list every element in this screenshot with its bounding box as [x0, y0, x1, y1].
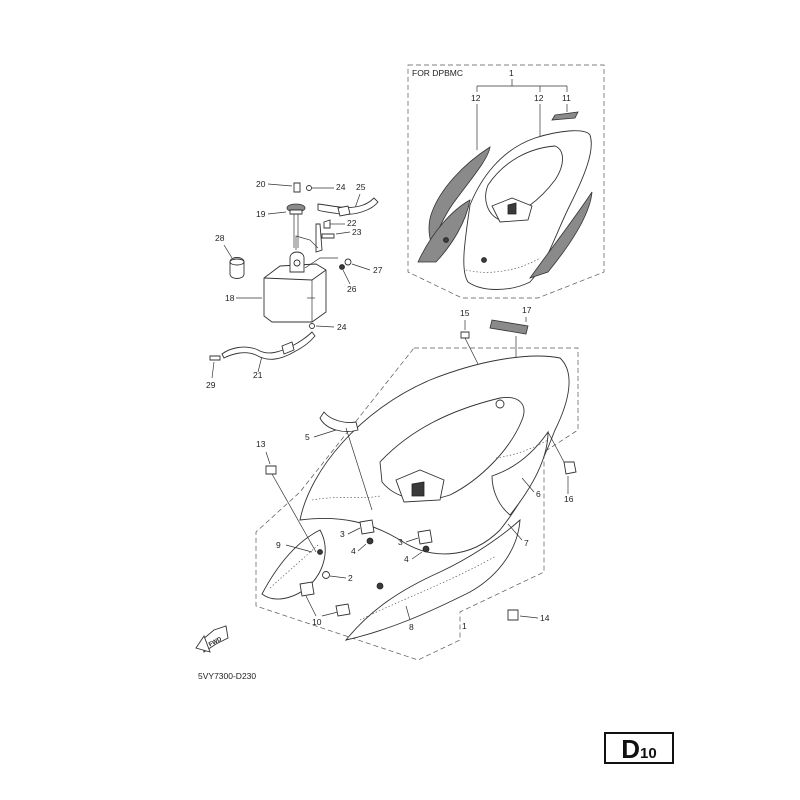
callout-14: 14: [540, 613, 550, 623]
callout-23: 23: [352, 227, 362, 237]
variant-label: FOR DPBMC: [412, 68, 463, 78]
reservoir-tank: [263, 235, 338, 323]
page-badge-letter: D: [621, 734, 641, 764]
seat-cowl-main: [261, 355, 570, 641]
page-badge: D 10: [604, 732, 674, 764]
drawing-code: 5VY7300-D230: [198, 671, 256, 681]
callout-4b: 4: [404, 554, 409, 564]
callout-22: 22: [347, 218, 357, 228]
callout-6: 6: [536, 489, 541, 499]
callout-7: 7: [524, 538, 529, 548]
callout-27: 27: [373, 265, 383, 275]
callout-15: 15: [460, 308, 470, 318]
callout-16: 16: [564, 494, 574, 504]
callout-5: 5: [305, 432, 310, 442]
callout-25: 25: [356, 182, 366, 192]
variant-inset: FOR DPBMC 1 12 12 11: [407, 64, 605, 299]
callout-8: 8: [409, 622, 414, 632]
callout-18: 18: [225, 293, 235, 303]
callout-3a: 3: [340, 529, 345, 539]
callout-2: 2: [348, 573, 353, 583]
page-badge-number: 10: [640, 745, 657, 762]
tank-assembly: 20 24 25 19 22 23 28 27: [206, 179, 383, 390]
callout-19: 19: [256, 209, 266, 219]
callout-29: 29: [206, 380, 216, 390]
callout-4a: 4: [351, 546, 356, 556]
callout-28: 28: [215, 233, 225, 243]
seat-cowl-inset: [417, 111, 593, 290]
callout-13: 13: [256, 439, 266, 449]
callout-3b: 3: [398, 537, 403, 547]
callout-1-top: 1: [509, 68, 514, 78]
callout-24a: 24: [336, 182, 346, 192]
callout-12a: 12: [471, 93, 481, 103]
callout-20: 20: [256, 179, 266, 189]
callout-17: 17: [522, 305, 532, 315]
callout-11: 11: [562, 93, 571, 103]
callout-1-bottom: 1: [462, 621, 467, 631]
callout-21: 21: [253, 370, 263, 380]
callout-12b: 12: [534, 93, 544, 103]
callout-24b: 24: [337, 322, 347, 332]
fwd-arrow-icon: FWD: [195, 625, 229, 653]
callout-10: 10: [312, 617, 322, 627]
main-assembly: 15 17 5: [255, 305, 579, 661]
callout-26: 26: [347, 284, 357, 294]
callout-9: 9: [276, 540, 281, 550]
